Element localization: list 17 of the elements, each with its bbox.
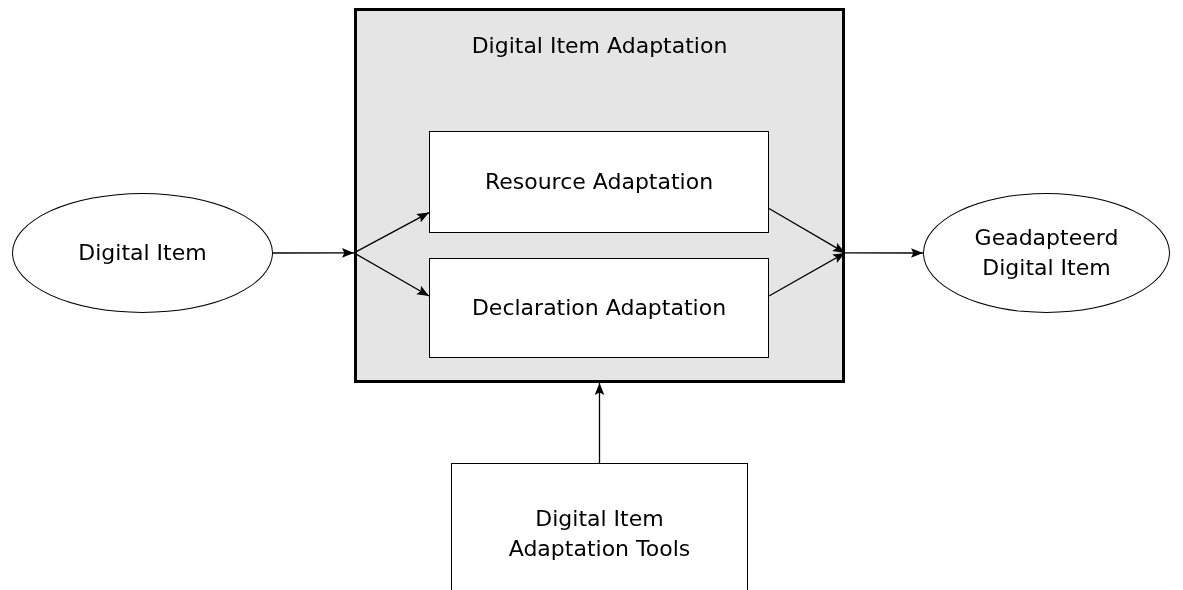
process-box [451,463,748,590]
arrow [844,248,924,258]
arrow [594,382,605,464]
node-label: Digital Item Adaptation [471,32,728,60]
node-label: Digital Item [78,239,207,268]
process-box [429,131,769,233]
node-label: Geadapteerd Digital Item [973,224,1120,282]
arrow [272,248,355,258]
node-label: Digital Item Adaptation Tools [507,504,692,563]
group-box [354,8,845,383]
arrow [353,252,430,297]
arrow [353,211,430,254]
node-label: Declaration Adaptation [471,294,727,323]
node-label: Resource Adaptation [484,168,714,197]
process-box [429,258,769,358]
arrow [768,207,846,254]
arrow [768,252,846,297]
